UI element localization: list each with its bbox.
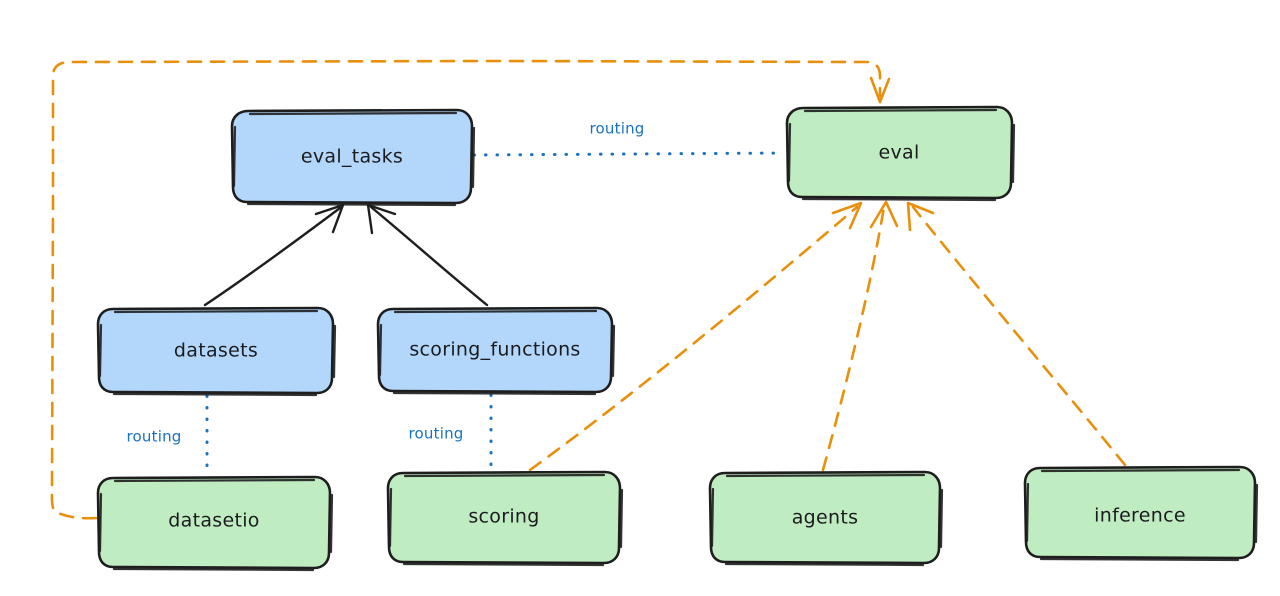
node-inference[interactable]: inference — [1023, 465, 1259, 562]
node-eval-shape — [785, 105, 1014, 200]
node-agents-sketch-stroke — [710, 473, 944, 567]
node-agents-label: agents — [792, 507, 859, 529]
node-scoring-sketch-stroke — [388, 473, 624, 567]
node-scoring-functions-label: scoring_functions — [409, 339, 580, 361]
node-agents-shape — [708, 470, 942, 565]
node-scoring-functions[interactable]: scoring_functions — [376, 306, 616, 396]
node-scoring-shape — [386, 470, 622, 565]
edge-label-layer: routing routing routing — [127, 120, 645, 446]
node-inference-sketch-stroke — [1025, 468, 1259, 562]
edge-agents-eval — [821, 200, 899, 472]
edge-datasetio-eval — [50, 59, 891, 520]
node-datasetio-shape — [96, 475, 332, 570]
node-datasets-label: datasets — [174, 340, 258, 362]
node-scoring-label: scoring — [468, 506, 539, 528]
edge-evaltasks-eval — [472, 151, 786, 157]
edge-scoring-eval — [528, 201, 863, 472]
node-scoring-functions-shape — [376, 306, 614, 394]
node-datasets-sketch-stroke — [98, 309, 337, 397]
edge-inference-eval — [906, 201, 1127, 467]
edge-label-routing-datasetio: routing — [127, 428, 182, 446]
node-inference-label: inference — [1094, 505, 1186, 527]
node-datasetio-label: datasetio — [168, 510, 259, 532]
node-eval-tasks-shape — [230, 108, 474, 205]
node-eval[interactable]: eval — [785, 105, 1016, 202]
node-datasets-shape — [96, 306, 335, 395]
edge-datasets-evaltasks — [203, 203, 345, 307]
edge-layer — [50, 59, 1127, 520]
node-layer: eval_tasks eval datasets scoring_functio… — [96, 105, 1259, 572]
node-eval-tasks-label: eval_tasks — [301, 146, 403, 168]
node-datasetio[interactable]: datasetio — [96, 475, 334, 572]
node-datasetio-sketch-stroke — [98, 478, 334, 572]
edge-label-routing-eval: routing — [590, 120, 645, 138]
node-inference-shape — [1023, 465, 1257, 560]
node-agents[interactable]: agents — [708, 470, 944, 567]
node-datasets[interactable]: datasets — [96, 306, 337, 397]
edge-scoringfunctions-evaltasks — [366, 203, 489, 307]
node-scoring-functions-sketch-stroke — [378, 309, 616, 396]
node-eval-sketch-stroke — [787, 108, 1016, 202]
edge-label-routing-scoring: routing — [409, 425, 464, 443]
node-eval-label: eval — [878, 142, 919, 164]
node-eval-tasks[interactable]: eval_tasks — [230, 108, 476, 207]
node-scoring[interactable]: scoring — [386, 470, 624, 567]
node-eval-tasks-sketch-stroke — [232, 111, 476, 207]
